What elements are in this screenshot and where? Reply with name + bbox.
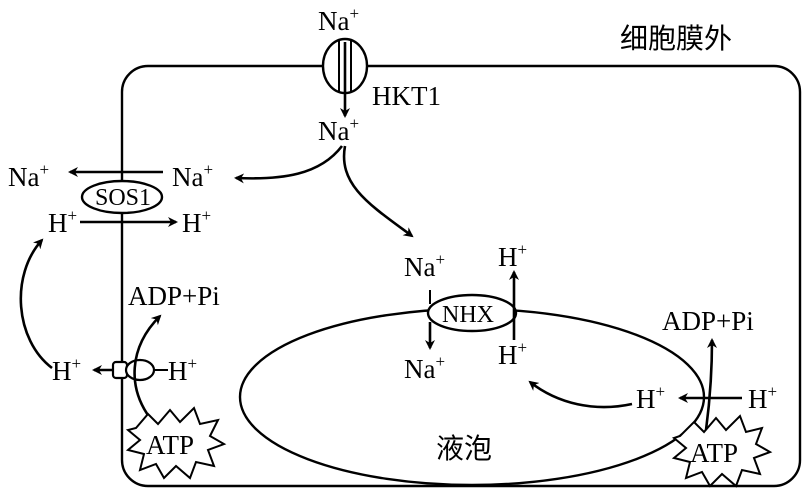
h-ion-vacuole-pump-inside: H+ <box>636 382 665 414</box>
vacuole-label: 液泡 <box>436 432 492 465</box>
svg-text:ATP: ATP <box>690 438 738 468</box>
cell-membrane <box>120 64 802 488</box>
sos1-protein: SOS1 <box>80 179 164 215</box>
adp-pi-right: ADP+Pi <box>662 306 754 336</box>
na-ion-nhx-vacuole: Na+ <box>404 352 445 384</box>
svg-text:NHX: NHX <box>442 302 494 328</box>
nhx-protein: NHX <box>426 293 518 333</box>
h-ion-sos1-outside: H+ <box>48 206 77 238</box>
outside-label: 细胞膜外 <box>620 22 732 55</box>
h-ion-nhx-vacuole: H+ <box>498 338 527 370</box>
atp-burst-right: ATP <box>671 414 773 488</box>
h-ion-pump-inside: H+ <box>168 354 197 386</box>
adp-pi-left: ADP+Pi <box>128 281 220 311</box>
na-ion-cytoplasm: Na+ <box>318 114 359 146</box>
hkt1-label: HKT1 <box>372 81 441 111</box>
atp-burst-left: ATP <box>125 406 227 480</box>
svg-text:ATP: ATP <box>146 430 194 460</box>
na-ion-sos1-outside: Na+ <box>8 160 49 192</box>
na-ion-outside-top: Na+ <box>318 4 359 36</box>
h-ion-sos1-inside: H+ <box>182 206 211 238</box>
h-ion-pump-outside: H+ <box>52 354 81 386</box>
na-ion-sos1-inside: Na+ <box>172 160 213 192</box>
na-ion-nhx-cytoplasm: Na+ <box>404 250 445 282</box>
h-ion-vacuole-pump-outside: H+ <box>748 382 777 414</box>
h-ion-nhx-cytoplasm: H+ <box>498 240 527 272</box>
h-pump-membrane <box>111 358 156 382</box>
svg-text:SOS1: SOS1 <box>95 185 151 211</box>
